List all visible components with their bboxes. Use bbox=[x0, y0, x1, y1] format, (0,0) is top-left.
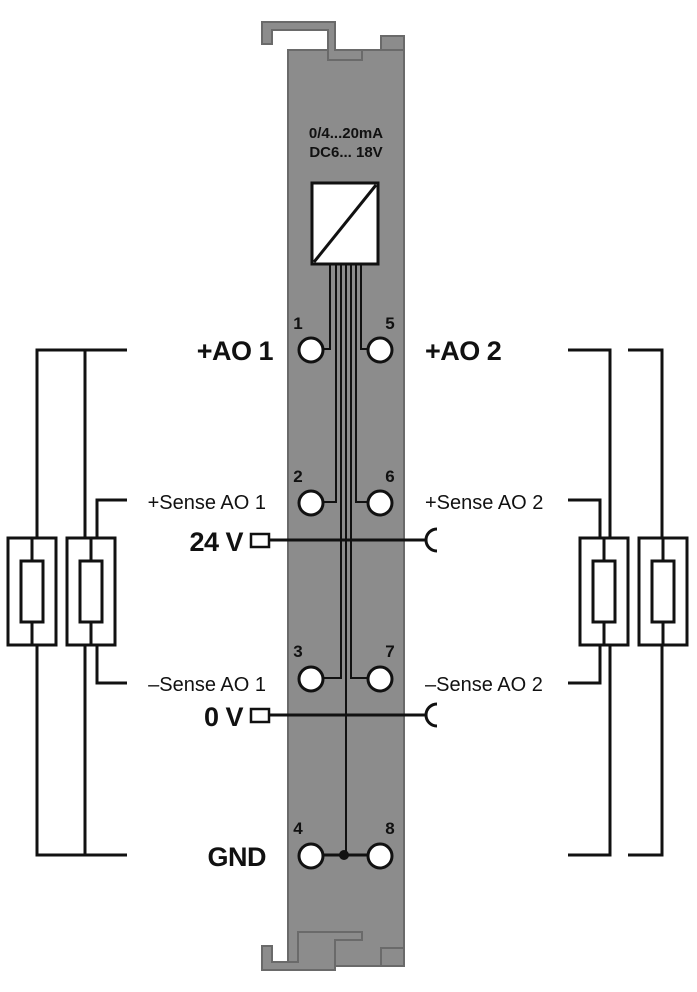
power-jumper-contact-icon bbox=[424, 702, 438, 728]
spring-clamp-terminal-icon[interactable] bbox=[366, 665, 394, 693]
label-gnd: GND bbox=[208, 842, 267, 872]
power-jumper-contact-icon bbox=[249, 707, 271, 724]
terminal-number: 3 bbox=[293, 642, 302, 661]
left-external-wiring bbox=[35, 348, 127, 857]
power-jumper-contact-icon bbox=[424, 527, 438, 553]
terminal-number: 4 bbox=[293, 819, 303, 838]
terminal-number: 1 bbox=[293, 314, 302, 333]
spec-line-1: 0/4...20mA bbox=[309, 125, 383, 142]
spring-clamp-terminal-icon[interactable] bbox=[366, 489, 394, 517]
label-ao2: +AO 2 bbox=[425, 336, 501, 366]
terminal-2[interactable]: 2 bbox=[293, 467, 325, 517]
label-ao1: +AO 1 bbox=[197, 336, 274, 366]
bottom-notch bbox=[380, 947, 405, 967]
resistor-icon bbox=[6, 536, 58, 647]
terminal-number: 2 bbox=[293, 467, 302, 486]
terminal-8[interactable]: 8 bbox=[366, 819, 395, 870]
power-label-0v: 0 V bbox=[204, 702, 244, 732]
spring-clamp-terminal-icon[interactable] bbox=[297, 665, 325, 693]
spec-line-2: DC6... 18V bbox=[309, 144, 382, 161]
terminal-number: 6 bbox=[385, 467, 394, 486]
terminal-7[interactable]: 7 bbox=[366, 642, 395, 693]
resistor-icon bbox=[637, 536, 689, 647]
resistor-icon bbox=[578, 536, 630, 647]
top-latch bbox=[261, 21, 363, 61]
terminal-1[interactable]: 1 bbox=[293, 314, 325, 364]
terminal-6[interactable]: 6 bbox=[366, 467, 395, 517]
spring-clamp-terminal-icon[interactable] bbox=[297, 489, 325, 517]
power-contact-0v: 0 V bbox=[204, 702, 438, 732]
power-contact-24v: 24 V bbox=[189, 527, 438, 557]
terminal-3[interactable]: 3 bbox=[293, 642, 325, 693]
spring-clamp-terminal-icon[interactable] bbox=[297, 336, 325, 364]
terminal-number: 5 bbox=[385, 314, 394, 333]
label-sense-minus-ao1: –Sense AO 1 bbox=[148, 674, 266, 696]
spring-clamp-terminal-icon[interactable] bbox=[297, 842, 325, 870]
label-sense-plus-ao2: +Sense AO 2 bbox=[425, 492, 543, 514]
converter-icon bbox=[310, 181, 380, 266]
label-sense-minus-ao2: –Sense AO 2 bbox=[425, 674, 543, 696]
label-sense-plus-ao1: +Sense AO 1 bbox=[148, 492, 266, 514]
top-notch bbox=[380, 35, 405, 51]
power-label-24v: 24 V bbox=[189, 527, 243, 557]
bottom-latch bbox=[261, 931, 363, 971]
terminal-number: 7 bbox=[385, 642, 394, 661]
spring-clamp-terminal-icon[interactable] bbox=[366, 842, 394, 870]
terminal-5[interactable]: 5 bbox=[366, 314, 395, 364]
terminal-4[interactable]: 4 bbox=[293, 819, 325, 870]
spring-clamp-terminal-icon[interactable] bbox=[366, 336, 394, 364]
terminal-number: 8 bbox=[385, 819, 394, 838]
resistor-icon bbox=[65, 536, 117, 647]
power-jumper-contact-icon bbox=[249, 532, 271, 549]
junction-dot bbox=[339, 850, 349, 860]
